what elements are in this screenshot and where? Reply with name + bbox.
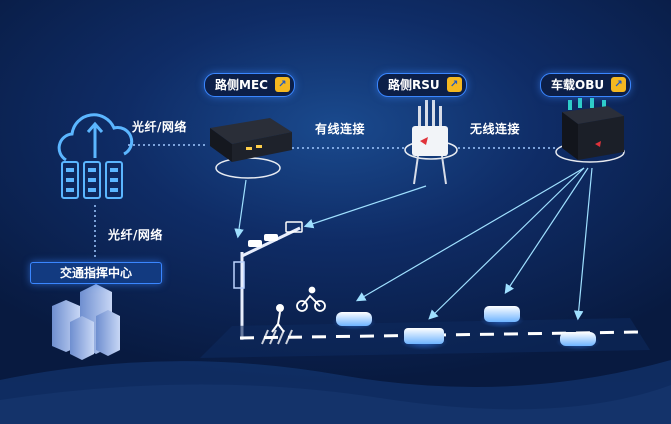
- cloud-server-icon: [57, 113, 134, 199]
- fiber-network-label-side: 光纤/网络: [108, 228, 163, 242]
- traffic-command-center-label: 交通指挥中心: [30, 262, 162, 284]
- rsu-label: 路侧RSU ↗: [377, 73, 467, 97]
- pedestrian-icon: [271, 304, 285, 333]
- fiber-network-label-top: 光纤/网络: [132, 120, 187, 134]
- wireless-connection-label: 无线连接: [470, 122, 521, 136]
- obu-label: 车载OBU ↗: [540, 73, 632, 97]
- brand-logo-icon: ↗: [611, 77, 627, 92]
- ground-wave: [0, 360, 671, 424]
- brand-logo-icon: ↗: [446, 77, 462, 92]
- car-icon: [480, 306, 524, 328]
- buildings-icon: [52, 284, 120, 360]
- signal-arrows: [234, 167, 593, 321]
- street-pole: [233, 221, 303, 340]
- cyclist-icon: [296, 286, 326, 312]
- wired-connection-label: 有线连接: [315, 122, 366, 136]
- mec-label: 路侧MEC ↗: [204, 73, 295, 97]
- fiber-links: [94, 144, 556, 258]
- rsu-antenna-icon: [404, 100, 458, 185]
- car-icon: [556, 332, 600, 350]
- truck-icon: [400, 328, 448, 350]
- edge-computing-box-icon: [210, 118, 292, 179]
- obu-device-icon: [555, 98, 625, 163]
- car-icon: [332, 312, 376, 330]
- brand-logo-icon: ↗: [274, 77, 290, 92]
